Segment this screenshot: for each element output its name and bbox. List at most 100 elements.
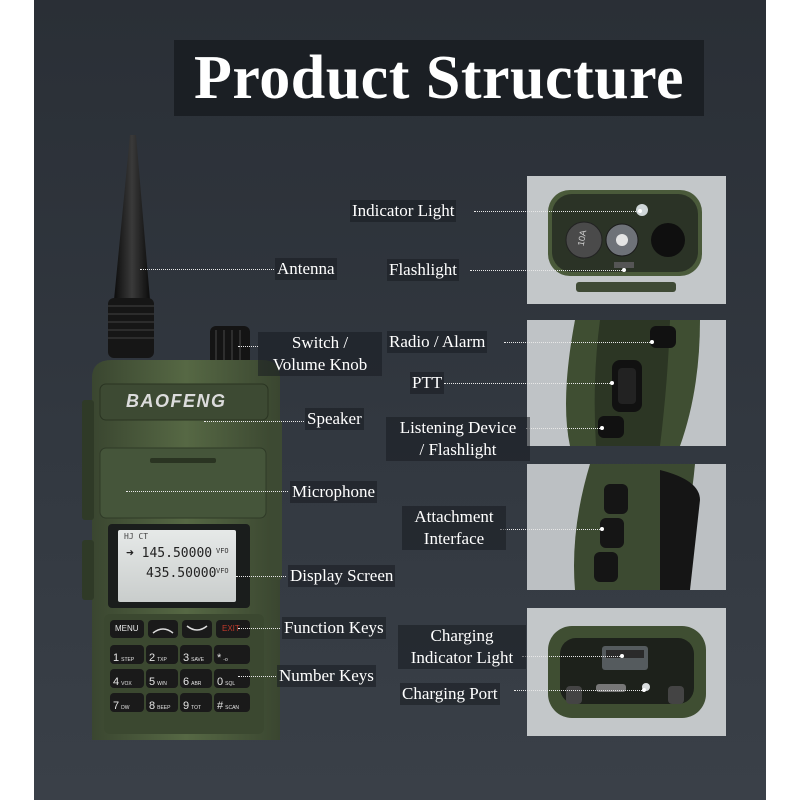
label-attachment-line2: Interface (423, 529, 485, 548)
down-arrow-icon (186, 625, 208, 631)
indicator-light-lens (636, 204, 648, 216)
leader-flashlight (470, 270, 624, 271)
key-sub-label: BEEP (157, 705, 171, 711)
label-function-keys: Function Keys (282, 617, 386, 639)
leader-radio-alarm (504, 342, 652, 343)
key-sub-label: DW (121, 705, 130, 711)
leader-ptt (444, 383, 612, 384)
label-switch-line1: Switch / (291, 333, 349, 352)
leader-antenna (140, 269, 274, 270)
key-digit: 2 (149, 652, 156, 664)
dot-charging-port (642, 688, 646, 692)
exit-key-label: EXIT (222, 624, 240, 633)
leader-charging-port (514, 690, 644, 691)
key-sub-label: TXP (157, 657, 167, 663)
label-antenna: Antenna (275, 258, 337, 280)
label-microphone: Microphone (290, 481, 378, 503)
key-digit: 7 (113, 700, 120, 712)
key-sub-label: ABR (191, 681, 202, 687)
label-listening-line2: / Flashlight (419, 440, 497, 459)
label-display-screen: Display Screen (288, 565, 396, 587)
leader-microphone (126, 491, 288, 492)
page-title: Product Structure (174, 40, 704, 116)
key-sub-label: SQL (225, 681, 236, 687)
label-switch-volume: Switch / Volume Knob (258, 332, 382, 376)
label-switch-line2: Volume Knob (272, 355, 368, 374)
key-digit: # (217, 700, 224, 712)
exit-key[interactable] (216, 620, 250, 638)
leader-switch (238, 346, 258, 347)
brand-logo: BAOFENG (126, 391, 227, 411)
leader-attachment (500, 529, 602, 530)
display-mode-1: VFO (216, 547, 229, 555)
display-screen (118, 530, 236, 602)
display-freq-1: ➜ 145.50000 (126, 546, 213, 561)
key-digit: 4 (113, 676, 120, 688)
label-charging-line2: Indicator Light (410, 648, 514, 667)
leader-number (238, 676, 276, 677)
down-key[interactable] (182, 620, 212, 638)
key-digit: 5 (149, 676, 156, 688)
number-key-*: *-o (217, 648, 228, 666)
key-digit: 3 (183, 652, 190, 664)
dot-listening (600, 426, 604, 430)
menu-key[interactable] (110, 620, 144, 638)
display-header: HJ CT (124, 532, 149, 541)
dot-charging-indicator (620, 654, 624, 658)
up-arrow-icon (152, 628, 174, 634)
leader-function (238, 628, 280, 629)
label-flashlight: Flashlight (387, 259, 460, 281)
freq-1-value: 145.50000 (141, 546, 213, 561)
key-digit: 9 (183, 700, 190, 712)
label-charging-line1: Charging (430, 626, 494, 645)
key-digit: 0 (217, 676, 224, 688)
display-mode-2: VFO (216, 567, 229, 575)
label-listening-device: Listening Device / Flashlight (386, 417, 530, 461)
number-key-#: #SCAN (217, 696, 239, 714)
label-number-keys: Number Keys (277, 665, 376, 687)
dot-indicator (638, 209, 642, 213)
menu-key-label: MENU (115, 624, 139, 633)
key-sub-label: SAVE (191, 657, 205, 663)
key-sub-label: STEP (121, 657, 135, 663)
key-sub-label: W/N (157, 681, 167, 687)
label-charging-port: Charging Port (400, 683, 500, 705)
label-listening-line1: Listening Device (399, 418, 517, 437)
key-digit: 8 (149, 700, 156, 712)
dot-flashlight (622, 268, 626, 272)
key-sub-label: VOX (121, 681, 132, 687)
label-attachment-line1: Attachment (414, 507, 494, 526)
dot-attachment (600, 527, 604, 531)
key-digit: 6 (183, 676, 190, 688)
label-indicator-light: Indicator Light (350, 200, 457, 222)
key-sub-label: -o (223, 657, 228, 663)
leader-speaker (204, 421, 304, 422)
label-speaker: Speaker (305, 408, 364, 430)
label-ptt: PTT (410, 372, 445, 394)
key-digit: * (217, 652, 222, 664)
dot-ptt (610, 381, 614, 385)
leader-listening (526, 428, 602, 429)
key-digit: 1 (113, 652, 120, 664)
brand-plate (99, 383, 269, 421)
label-attachment-interface: Attachment Interface (402, 506, 506, 550)
leader-indicator (474, 211, 640, 212)
label-charging-indicator: Charging Indicator Light (398, 625, 526, 669)
speaker-grille (99, 447, 267, 519)
display-freq-2: 435.50000 (146, 566, 217, 581)
dot-radio-alarm (650, 340, 654, 344)
key-sub-label: SCAN (225, 705, 240, 711)
leader-display (236, 576, 286, 577)
leader-charging-indicator (522, 656, 622, 657)
